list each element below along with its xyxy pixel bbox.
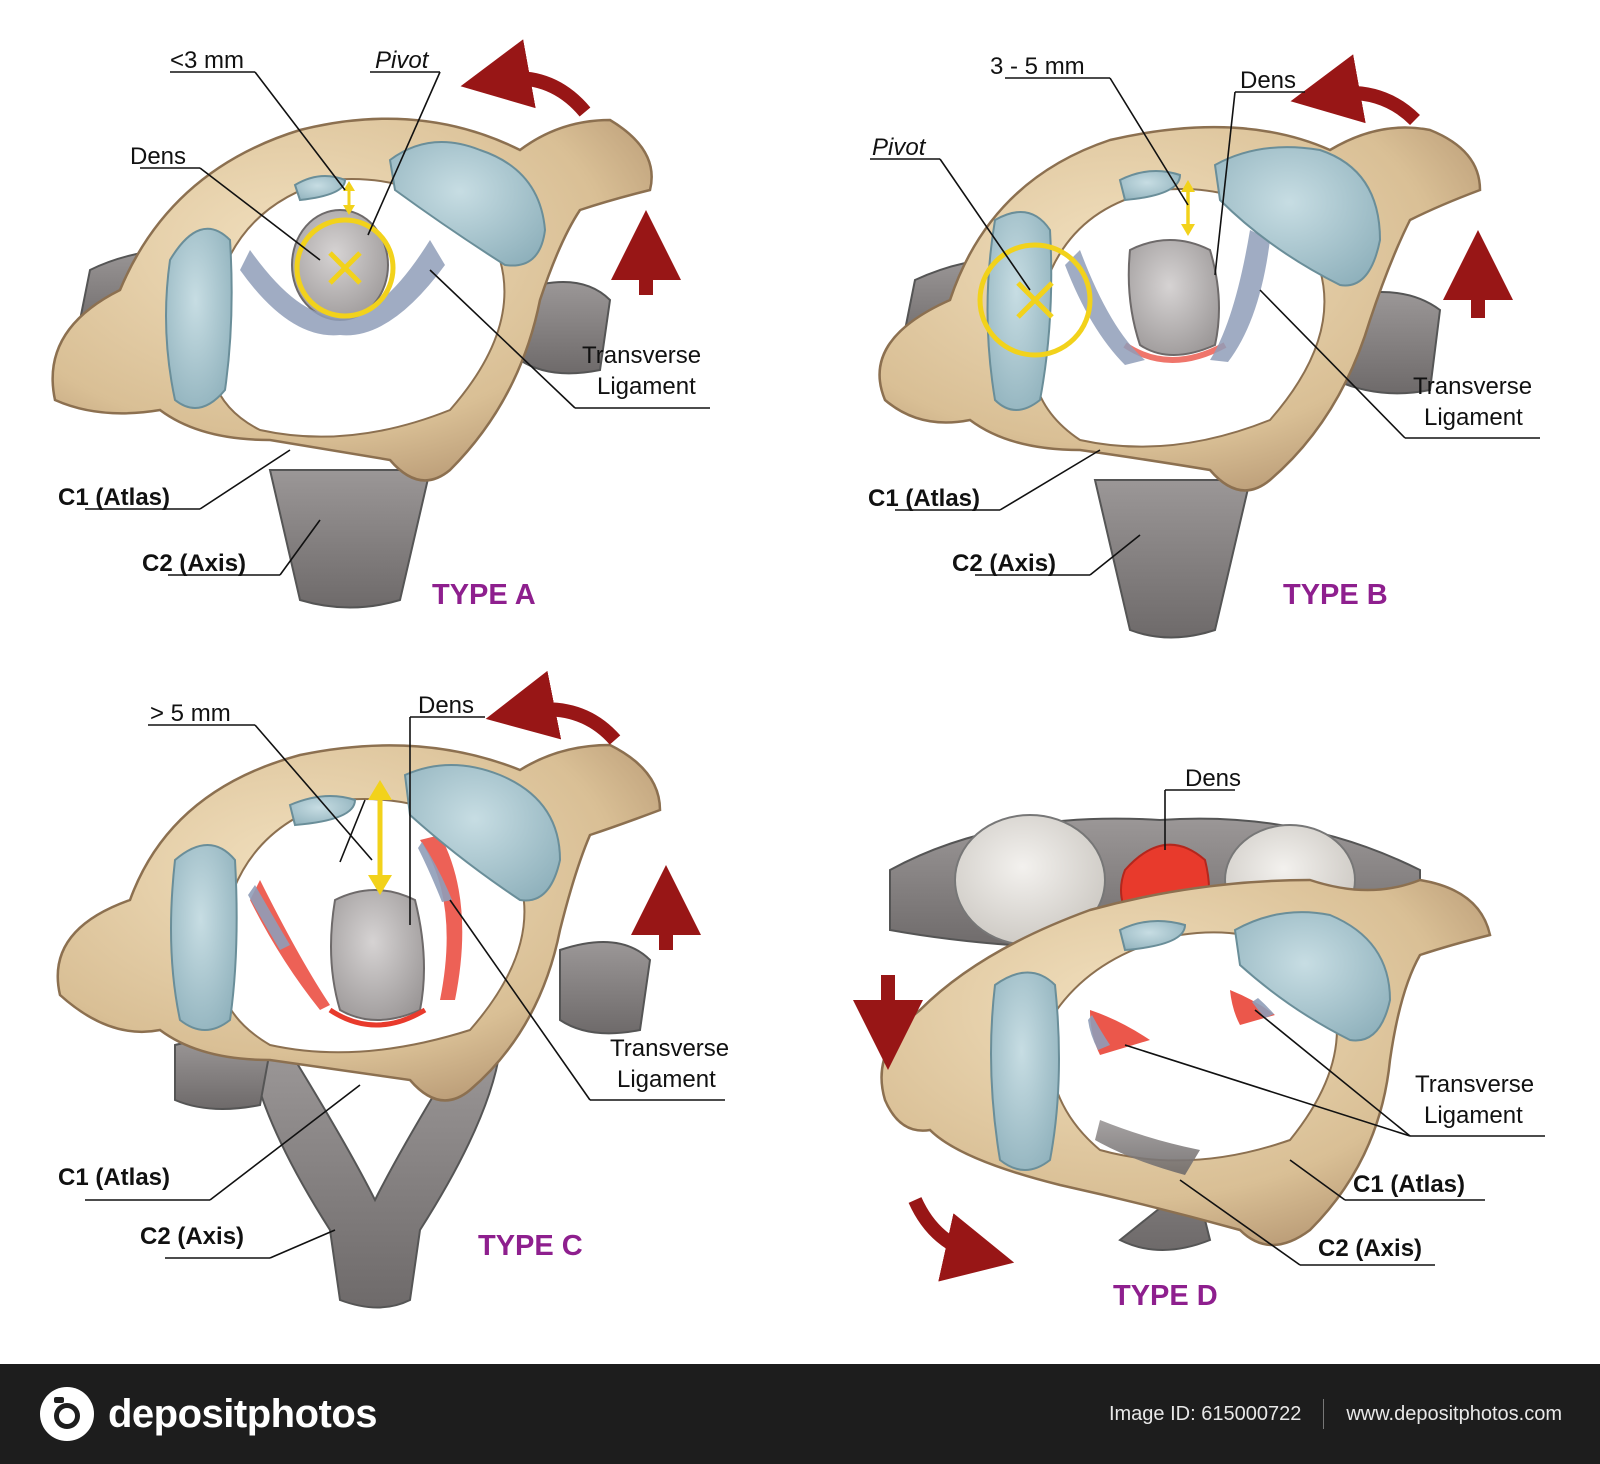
panel-type-d: Dens Transverse Ligament C1 (Atlas) C2 (… [882, 765, 1545, 1312]
c1-atlas-label: C1 (Atlas) [868, 485, 980, 512]
transverse-ligament-label-line1: Transverse [1415, 1071, 1534, 1098]
c2-axis-label: C2 (Axis) [140, 1223, 244, 1250]
transverse-ligament-label-line2: Ligament [1424, 1102, 1523, 1129]
atlantoaxial-rotatory-fixation-diagram: <3 mm Pivot Dens Transverse Ligament C1 … [0, 0, 1600, 1364]
transverse-ligament-label-line1: Transverse [610, 1035, 729, 1062]
transverse-ligament-label-line2: Ligament [1424, 404, 1523, 431]
pivot-label: Pivot [872, 134, 927, 161]
c2-axis-label: C2 (Axis) [1318, 1235, 1422, 1262]
camera-logo-icon [38, 1385, 96, 1443]
footer-bar: depositphotos Image ID: 615000722 www.de… [0, 1364, 1600, 1464]
c1-atlas-label: C1 (Atlas) [1353, 1171, 1465, 1198]
transverse-ligament-label-line1: Transverse [1413, 373, 1532, 400]
type-d-label: TYPE D [1113, 1280, 1218, 1312]
gap-label: > 5 mm [150, 700, 231, 727]
panel-type-c: > 5 mm Dens Transverse Ligament C1 (Atla… [58, 692, 729, 1308]
type-a-label: TYPE A [432, 579, 536, 611]
dens-label: Dens [130, 143, 186, 170]
image-meta: Image ID: 615000722 www.depositphotos.co… [1109, 1364, 1562, 1464]
pivot-label: Pivot [375, 47, 430, 74]
type-c-label: TYPE C [478, 1230, 583, 1262]
website-link[interactable]: www.depositphotos.com [1346, 1403, 1562, 1426]
brand-name: depositphotos [108, 1392, 377, 1437]
gap-label: <3 mm [170, 47, 244, 74]
c1-atlas-label: C1 (Atlas) [58, 484, 170, 511]
c2-axis-label: C2 (Axis) [952, 550, 1056, 577]
dens-label: Dens [1185, 765, 1241, 792]
type-b-label: TYPE B [1283, 579, 1388, 611]
dens [1125, 240, 1225, 360]
image-id: Image ID: 615000722 [1109, 1403, 1301, 1426]
brand-logo[interactable]: depositphotos [38, 1386, 377, 1442]
transverse-ligament-label-line2: Ligament [617, 1066, 716, 1093]
transverse-ligament-label-line1: Transverse [582, 342, 701, 369]
meta-divider [1323, 1399, 1324, 1429]
panel-type-b: 3 - 5 mm Dens Pivot Transverse Ligament … [868, 53, 1540, 638]
panel-type-a: <3 mm Pivot Dens Transverse Ligament C1 … [53, 47, 710, 611]
gap-label: 3 - 5 mm [990, 53, 1085, 80]
c2-axis-label: C2 (Axis) [142, 550, 246, 577]
transverse-ligament-label-line2: Ligament [597, 373, 696, 400]
dens-label: Dens [1240, 67, 1296, 94]
c1-atlas-label: C1 (Atlas) [58, 1164, 170, 1191]
dens-label: Dens [418, 692, 474, 719]
